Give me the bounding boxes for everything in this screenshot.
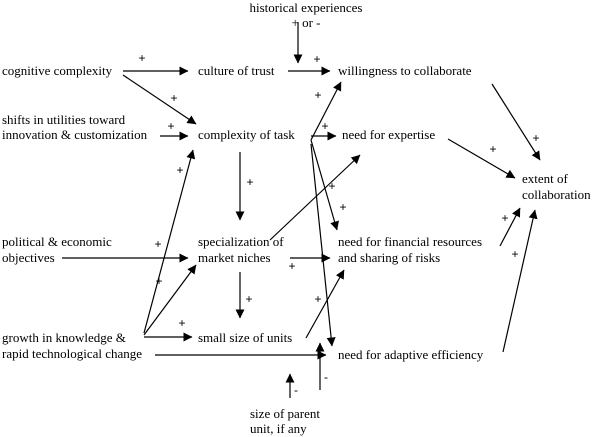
- node-extent-line-1: extent of: [522, 171, 569, 186]
- node-adaptive-line-1: need for adaptive efficiency: [338, 347, 484, 362]
- edge-willingness-to-extent: [491, 83, 541, 161]
- node-complexity-line-1: complexity of task: [198, 127, 295, 142]
- sign-complexity-to-financial: +: [339, 200, 346, 214]
- node-trust-line-1: culture of trust: [198, 63, 275, 78]
- node-expertise: need for expertise: [342, 127, 435, 142]
- edge-financial-to-extent: [499, 207, 521, 247]
- sign-willingness-to-extent: +: [532, 131, 539, 145]
- sign-political-to-specialization: +: [154, 237, 161, 251]
- sign-small-to-adaptive: -: [324, 370, 328, 384]
- sign-complexity-to-specialization: +: [246, 175, 253, 189]
- signs-layer: + + + + + + + + + + + + + + + + - - + + + +: [138, 51, 539, 397]
- sign-specialization-to-financial: +: [288, 259, 295, 273]
- node-financial-line-1: need for financial resources: [338, 234, 482, 249]
- node-cognitive-line-1: cognitive complexity: [2, 63, 113, 78]
- node-shifts-line-2: innovation & customization: [2, 127, 148, 142]
- sign-trust-to-willingness: +: [313, 52, 320, 66]
- edge-complexity-to-financial: [310, 139, 339, 231]
- sign-adaptive-to-extent: +: [511, 247, 518, 261]
- node-complexity: complexity of task: [198, 127, 295, 142]
- node-extent-line-2: collaboration: [522, 187, 591, 202]
- node-specialization-line-2: market niches: [198, 250, 271, 265]
- node-historical-line-2: + or -: [292, 15, 321, 30]
- node-growth: growth in knowledge &rapid technological…: [2, 330, 142, 361]
- node-growth-line-1: growth in knowledge &: [2, 330, 126, 345]
- sign-specialization-to-small: +: [245, 292, 252, 306]
- node-parent-line-1: size of parent: [250, 406, 320, 421]
- node-shifts-line-1: shifts in utilities toward: [2, 112, 126, 127]
- sign-complexity-to-adaptive: +: [328, 179, 335, 193]
- edges-layer: [62, 22, 541, 398]
- node-historical: historical experiences+ or -: [250, 0, 363, 30]
- node-expertise-line-1: need for expertise: [342, 127, 435, 142]
- node-political-line-2: objectives: [2, 250, 55, 265]
- node-willingness-line-1: willingness to collaborate: [338, 63, 472, 78]
- node-small-line-1: small size of units: [198, 330, 292, 345]
- node-small: small size of units: [198, 330, 292, 345]
- edge-expertise-to-extent: [447, 138, 516, 179]
- sign-expertise-to-extent: +: [489, 142, 496, 156]
- sign-growth-to-complexity: +: [176, 163, 183, 177]
- edge-growth-to-specialization: [143, 264, 197, 336]
- edge-complexity-to-adaptive: [310, 143, 336, 347]
- sign-shifts-to-complexity: +: [167, 119, 174, 133]
- edge-complexity-to-willingness: [310, 81, 342, 141]
- node-growth-line-2: rapid technological change: [2, 346, 142, 361]
- edge-adaptive-to-extent: [502, 209, 538, 353]
- sign-complexity-to-willingness: +: [314, 88, 321, 102]
- sign-growth-to-specialization: +: [155, 274, 162, 288]
- node-historical-line-1: historical experiences: [250, 0, 363, 15]
- node-willingness: willingness to collaborate: [338, 63, 472, 78]
- node-trust: culture of trust: [198, 63, 275, 78]
- sign-small-to-financial: +: [314, 292, 321, 306]
- node-adaptive: need for adaptive efficiency: [338, 347, 484, 362]
- sign-cognitive-to-trust: +: [138, 51, 145, 65]
- sign-cognitive-to-complexity: +: [170, 91, 177, 105]
- node-cognitive: cognitive complexity: [2, 63, 113, 78]
- sign-financial-to-extent: +: [501, 211, 508, 225]
- sign-complexity-to-expertise: +: [321, 119, 328, 133]
- sign-parent-to-small: -: [294, 383, 298, 397]
- nodes-layer: historical experiences+ or - cognitive co…: [2, 0, 591, 436]
- node-financial-line-2: and sharing of risks: [338, 250, 440, 265]
- edge-cognitive-to-complexity: [122, 74, 197, 125]
- edge-small-to-financial: [305, 269, 345, 339]
- edge-specialization-to-expertise: [269, 154, 361, 241]
- node-specialization-line-1: specialization of: [198, 234, 284, 249]
- node-political-line-1: political & economic: [2, 234, 112, 249]
- node-parent-line-2: unit, if any: [250, 421, 307, 436]
- sign-growth-to-small: +: [178, 316, 185, 330]
- edge-growth-to-complexity: [143, 149, 196, 334]
